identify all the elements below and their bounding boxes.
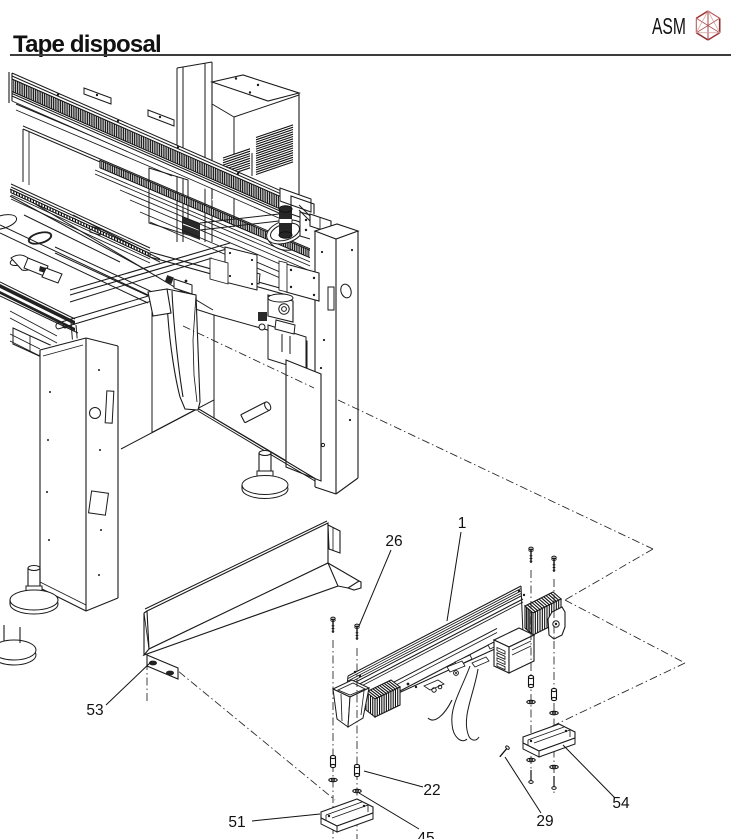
svg-text:45: 45 — [417, 830, 434, 839]
svg-text:53: 53 — [86, 702, 103, 719]
svg-text:51: 51 — [228, 814, 245, 831]
svg-text:54: 54 — [612, 795, 630, 812]
svg-text:1: 1 — [458, 515, 467, 532]
svg-text:29: 29 — [536, 813, 553, 830]
svg-text:26: 26 — [385, 533, 402, 550]
svg-text:22: 22 — [423, 782, 440, 799]
